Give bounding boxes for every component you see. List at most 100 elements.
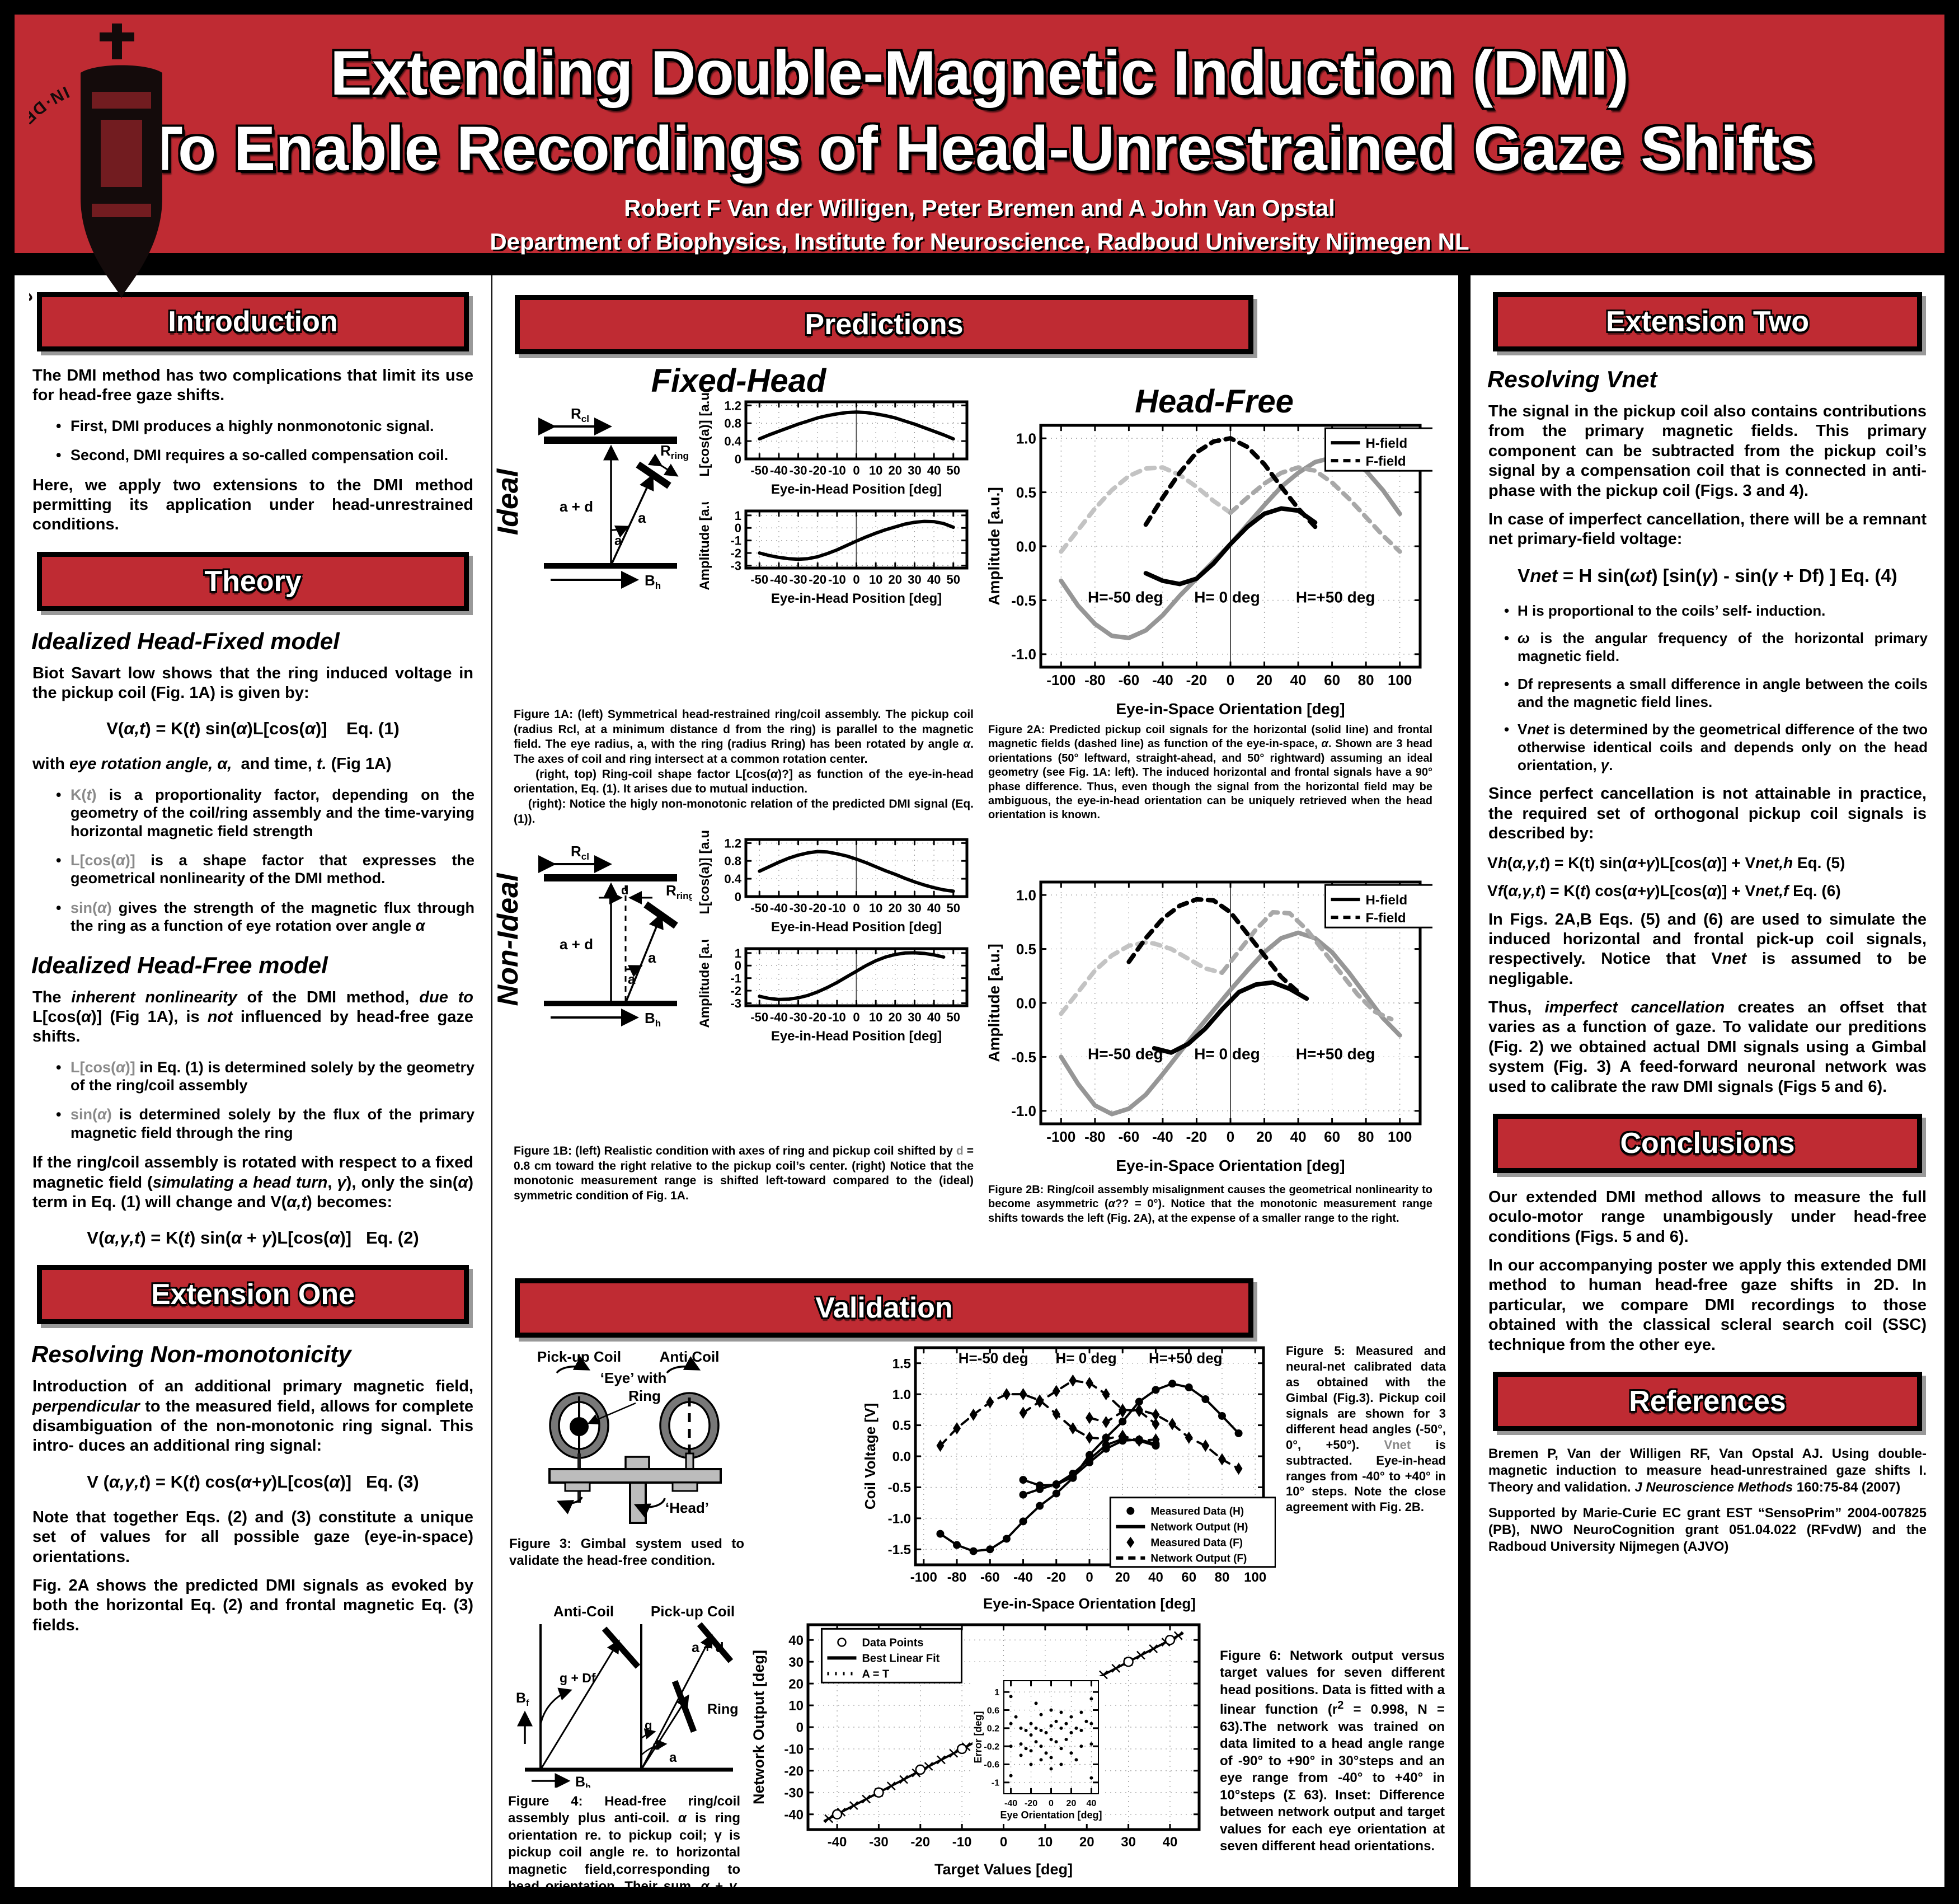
svg-text:-50: -50 — [750, 463, 768, 477]
conclusions-paragraph-2: In our accompanying poster we apply this… — [1488, 1256, 1927, 1354]
svg-text:-0.2: -0.2 — [984, 1742, 999, 1752]
svg-text:-10: -10 — [828, 901, 846, 915]
svg-text:-30: -30 — [790, 463, 807, 477]
svg-text:10: 10 — [1038, 1835, 1053, 1850]
svg-text:0: 0 — [735, 521, 741, 535]
svg-text:-1: -1 — [730, 534, 741, 548]
bullet-icon: • — [56, 899, 62, 916]
head-free-title: Head-Free — [1135, 383, 1294, 420]
header: Extending Double-Magnetic Induction (DMI… — [15, 15, 1944, 255]
svg-text:Eye-in-Space Orientation [deg]: Eye-in-Space Orientation [deg] — [1116, 1157, 1345, 1174]
svg-text:100: 100 — [1388, 672, 1412, 688]
svg-text:-10: -10 — [784, 1742, 804, 1757]
svg-text:1.2: 1.2 — [724, 398, 741, 412]
svg-text:0: 0 — [853, 901, 859, 915]
svg-text:1: 1 — [735, 946, 741, 960]
ext2-subhead: Resolving Vnet — [1487, 366, 1657, 392]
svg-text:10: 10 — [869, 573, 882, 587]
ext2-paragraph-3: Since perfect cancellation is not attain… — [1488, 785, 1927, 843]
svg-text:-80: -80 — [1084, 1128, 1106, 1145]
bullet-icon: • — [56, 1058, 62, 1076]
authors: Robert F Van der Willigen, Peter Bremen … — [624, 195, 1335, 221]
eye-with-label: ‘Eye’ with — [600, 1370, 667, 1386]
svg-text:-1.0: -1.0 — [888, 1511, 911, 1526]
svg-text:40: 40 — [1290, 672, 1307, 688]
svg-text:Measured Data (F): Measured Data (F) — [1150, 1537, 1243, 1549]
svg-text:0: 0 — [735, 452, 741, 466]
section-theory: Theory — [37, 551, 469, 611]
svg-text:H= 0 deg: H= 0 deg — [1194, 1045, 1260, 1062]
svg-text:a: a — [652, 1738, 660, 1752]
svg-text:-1: -1 — [730, 972, 741, 986]
svg-text:50: 50 — [947, 1010, 960, 1024]
svg-text:80: 80 — [1358, 1128, 1374, 1145]
svg-text:30: 30 — [908, 1010, 921, 1024]
bullet-icon: • — [1504, 630, 1510, 647]
ext1-paragraph-2: Note that together Eqs. (2) and (3) cons… — [32, 1508, 473, 1566]
svg-text:0: 0 — [853, 463, 859, 477]
equation-1: V(α,t) = K(t) sin(α)L[cos(α)] Eq. (1) — [106, 719, 400, 739]
svg-text:L[cos(a)] [a.u.]: L[cos(a)] [a.u.] — [697, 393, 712, 477]
svg-text:0.0: 0.0 — [1016, 995, 1036, 1011]
svg-text:-40: -40 — [828, 1835, 847, 1850]
svg-text:Rring: Rring — [660, 442, 689, 461]
svg-text:Bh: Bh — [645, 572, 661, 589]
bullet-icon: • — [1504, 675, 1510, 692]
svg-text:Best Linear Fit: Best Linear Fit — [862, 1653, 939, 1665]
svg-text:1.0: 1.0 — [1016, 430, 1036, 447]
ext2-paragraph-2: In case of imperfect cancellation, there… — [1488, 510, 1927, 548]
svg-text:1.0: 1.0 — [1016, 887, 1036, 904]
anti-coil-label: Anti-Coil — [553, 1603, 614, 1620]
middle-column: Predictions Fixed-Head Head-Free Ideal R… — [492, 275, 1458, 1887]
svg-text:30: 30 — [788, 1655, 804, 1670]
svg-text:-20: -20 — [809, 463, 826, 477]
ext2-bullet-omega: •ω is the angular frequency of the horiz… — [1504, 630, 1928, 665]
svg-text:a + d: a + d — [560, 936, 593, 953]
svg-text:-2: -2 — [730, 546, 741, 560]
svg-text:-20: -20 — [1186, 1128, 1208, 1145]
svg-text:0.0: 0.0 — [892, 1450, 911, 1465]
theory-subhead-free: Idealized Head-Free model — [31, 951, 328, 978]
svg-text:H=+50 deg: H=+50 deg — [1296, 588, 1375, 606]
svg-text:Eye-in-Space Orientation [deg]: Eye-in-Space Orientation [deg] — [983, 1595, 1196, 1612]
svg-text:50: 50 — [947, 463, 960, 477]
svg-text:H-field: H-field — [1366, 436, 1408, 451]
bullet-icon: • — [56, 447, 62, 464]
emblem-motto: IN·DEI·NOMINE·FELICITER — [29, 83, 70, 311]
svg-text:0: 0 — [1086, 1570, 1093, 1585]
theory-subhead-fixed: Idealized Head-Fixed model — [31, 627, 340, 654]
svg-text:100: 100 — [1388, 1128, 1412, 1145]
svg-text:Network Output (H): Network Output (H) — [1150, 1522, 1248, 1533]
section-references: References — [1493, 1371, 1922, 1431]
svg-text:Coil Voltage [V]: Coil Voltage [V] — [862, 1403, 879, 1509]
figure-1a-caption: Figure 1A: (left) Symmetrical head-restr… — [514, 708, 974, 826]
svg-text:F-field: F-field — [1366, 911, 1406, 926]
svg-text:0.5: 0.5 — [1016, 941, 1036, 958]
anti-coil-label: Anti Coil — [660, 1348, 720, 1365]
theory-bullet-l2: •L[cos(α)] in Eq. (1) is determined sole… — [56, 1058, 475, 1094]
svg-text:a: a — [614, 533, 622, 548]
svg-text:0.8: 0.8 — [724, 854, 741, 868]
svg-text:-10: -10 — [828, 463, 846, 477]
svg-text:40: 40 — [1163, 1835, 1178, 1850]
svg-text:30: 30 — [908, 463, 921, 477]
figure-3-gimbal-diagram: Pick-up Coil Anti Coil ‘Eye’ with Ring — [537, 1348, 722, 1524]
equation-3: V (α,γ,t) = K(t) cos(α+γ)L[cos(α)] Eq. (… — [87, 1471, 419, 1492]
svg-text:IN·DEI·NOMINE·FELICITER: IN·DEI·NOMINE·FELICITER — [29, 83, 72, 311]
bullet-icon: • — [56, 1106, 62, 1123]
ring-coil-diagram-non-ideal: Rcl d a + d Rring a a Bh — [538, 843, 692, 1026]
svg-text:-60: -60 — [1119, 672, 1140, 688]
svg-text:0.0: 0.0 — [1016, 538, 1036, 555]
svg-text:Eye-in-Space Orientation [deg]: Eye-in-Space Orientation [deg] — [1116, 700, 1345, 717]
svg-text:-0.6: -0.6 — [984, 1760, 999, 1770]
svg-text:-1.0: -1.0 — [1011, 646, 1036, 663]
svg-text:20: 20 — [1067, 1799, 1077, 1808]
svg-text:Amplitude [a.u.]: Amplitude [a.u.] — [697, 502, 712, 590]
svg-text:-0.5: -0.5 — [888, 1480, 911, 1495]
svg-text:-20: -20 — [809, 573, 826, 587]
svg-text:H=-50 deg: H=-50 deg — [1088, 588, 1163, 606]
svg-text:Network Output (F): Network Output (F) — [1150, 1553, 1247, 1565]
